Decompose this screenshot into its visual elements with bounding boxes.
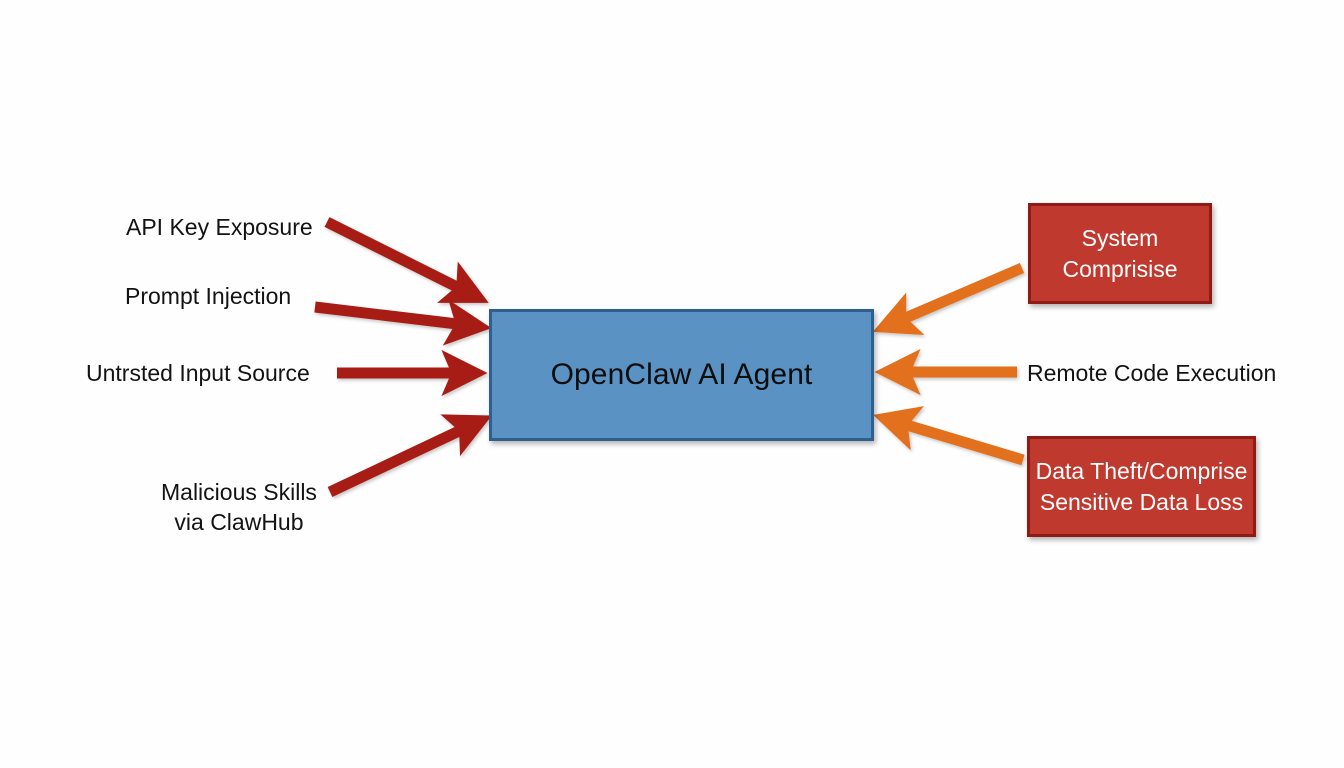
impact-box-label-line2: Sensitive Data Loss bbox=[1039, 488, 1244, 515]
threat-label-prompt-injection: Prompt Injection bbox=[125, 281, 291, 311]
threat-arrow-3 bbox=[327, 414, 492, 497]
agent-node[interactable]: OpenClaw AI Agent bbox=[489, 309, 874, 441]
threat-label-text: API Key Exposure bbox=[126, 214, 313, 240]
threat-label-api-key-exposure: API Key Exposure bbox=[126, 212, 313, 242]
impact-box-data-theft[interactable]: Data Theft/Comprise Sensitive Data Loss bbox=[1027, 436, 1256, 537]
impact-arrow-0 bbox=[872, 262, 1025, 335]
impact-box-label-line1: System bbox=[1081, 224, 1159, 251]
threat-label-untrusted-input-source: Untrsted Input Source bbox=[86, 358, 310, 388]
threat-label-text: Prompt Injection bbox=[125, 283, 292, 309]
agent-node-label: OpenClaw AI Agent bbox=[550, 358, 813, 391]
impact-box-label-line1: Data Theft/Comprise bbox=[1035, 457, 1248, 484]
threat-arrow-1 bbox=[314, 299, 492, 346]
threat-label-malicious-skills: Malicious Skills via ClawHub bbox=[161, 477, 317, 537]
impact-label-remote-code-execution: Remote Code Execution bbox=[1027, 358, 1276, 388]
threat-arrow-0 bbox=[324, 217, 489, 303]
impact-box-system-compromise[interactable]: System Comprisise bbox=[1028, 203, 1212, 304]
threat-label-text-line2: via ClawHub bbox=[174, 509, 304, 535]
impact-arrow-2 bbox=[873, 406, 1025, 466]
impact-box-label-line2: Comprisise bbox=[1062, 255, 1178, 282]
impact-label-text: Remote Code Execution bbox=[1027, 360, 1277, 386]
threat-label-text-line1: Malicious Skills bbox=[161, 479, 317, 505]
threat-label-text: Untrsted Input Source bbox=[86, 360, 310, 386]
